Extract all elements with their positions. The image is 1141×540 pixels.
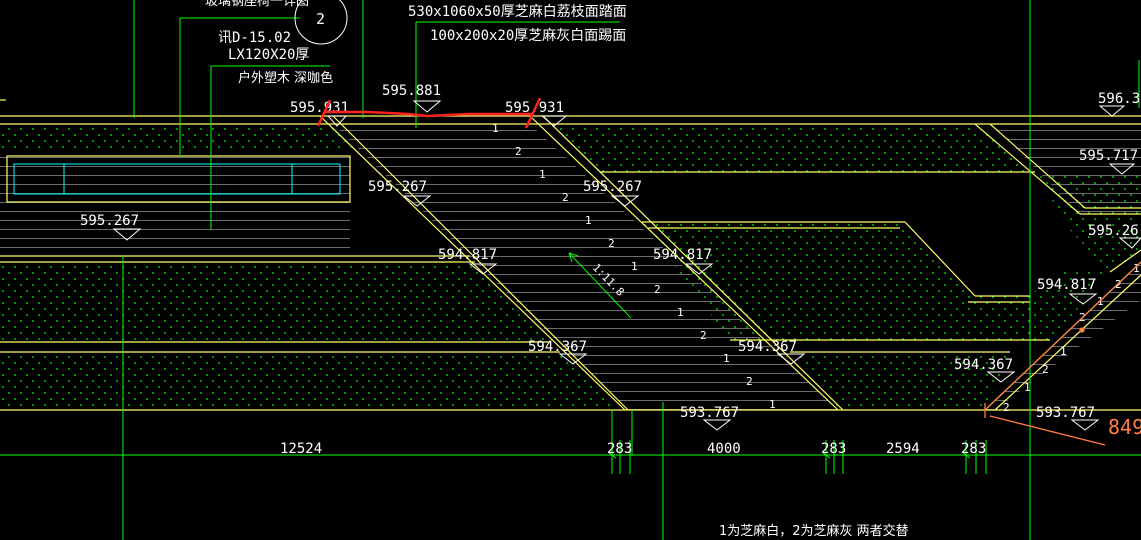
step-marks: 1 2 1 2 1 2 1 2 1 2 1 2 1 1 2 1 2 1 2 1 …: [492, 122, 1140, 414]
step-mark: 2: [562, 191, 569, 204]
drain-callout-line3: 户外塑木 深咖色: [238, 70, 333, 86]
elevation-marker: 594.367: [954, 357, 1016, 383]
dimension-texts: 12524 283 4000 283 2594 283: [280, 441, 986, 457]
svg-text:594.817: 594.817: [653, 247, 712, 263]
elevation-marker: 595.267: [368, 179, 432, 207]
step-mark: 1: [539, 168, 546, 181]
elevation-marker: 595.717: [1079, 148, 1138, 175]
planting-band-center-right: [553, 124, 1035, 172]
elevation-marker: 596.3: [1098, 91, 1140, 117]
step-mark: 2: [1042, 363, 1049, 376]
elevation-marker: 594.367: [738, 339, 806, 365]
step-mark: 1: [1060, 345, 1067, 358]
svg-text:595.881: 595.881: [382, 83, 441, 99]
callout-circle-number: 2: [316, 10, 325, 28]
step-mark: 1: [1133, 262, 1140, 275]
drain-callout-line2: LX120X20厚: [228, 47, 309, 63]
step-mark: 1: [723, 352, 730, 365]
step-callout-line1: 530x1060x50厚芝麻白荔枝面踏面: [408, 4, 627, 20]
elevation-markers: 595.931 595.881 595.931 596.3 595.717 59…: [80, 83, 1141, 431]
elevation-marker: 594.817: [438, 247, 498, 275]
callout-top-text: 玻璃钢座椅一详图: [205, 0, 309, 9]
elevation-marker: 594.817: [653, 247, 714, 275]
paving-lines-right-upper: [992, 124, 1141, 214]
step-mark: 2: [700, 329, 707, 342]
dimension-283-b: 283: [821, 441, 846, 457]
elevation-marker: 595.267: [583, 179, 642, 207]
drain-channel: [13, 163, 341, 195]
svg-text:594.367: 594.367: [738, 339, 797, 355]
planting-band-upper-left: [0, 124, 355, 152]
stair-treads-left: [333, 124, 838, 410]
step-mark: 1: [585, 214, 592, 227]
paving-lines-left: [0, 156, 350, 256]
dimension-12524: 12524: [280, 441, 322, 457]
step-mark: 2: [1115, 278, 1122, 291]
dimension-283-c: 283: [961, 441, 986, 457]
svg-text:595.26: 595.26: [1088, 223, 1139, 239]
orange-dimension-label: 849: [1108, 415, 1141, 439]
step-mark: 1: [1097, 295, 1104, 308]
svg-text:595.267: 595.267: [583, 179, 642, 195]
elevation-marker: 593.767: [680, 405, 739, 431]
dimension-4000: 4000: [707, 441, 741, 457]
step-mark: 1: [631, 260, 638, 273]
section-callout: 2 玻璃钢座椅一详图: [205, 0, 348, 45]
elevation-marker: 593.767: [1036, 405, 1100, 431]
elevation-marker: 595.267: [80, 213, 142, 241]
svg-text:595.717: 595.717: [1079, 148, 1138, 164]
svg-text:594.367: 594.367: [954, 357, 1013, 373]
step-mark: 1: [677, 306, 684, 319]
elevation-marker: 595.26: [1088, 223, 1141, 249]
svg-text:594.367: 594.367: [528, 339, 587, 355]
step-mark: 2: [746, 375, 753, 388]
svg-text:594.817: 594.817: [1037, 277, 1096, 293]
step-mark: 2: [515, 145, 522, 158]
material-callouts: 讯D-15.02 LX120X20厚 户外塑木 深咖色 530x1060x50厚…: [218, 4, 627, 86]
elevation-marker: 594.367: [528, 339, 588, 365]
step-mark: 2: [608, 237, 615, 250]
planting-band-bottom-right: [790, 352, 1010, 410]
orange-leader: [984, 261, 1141, 446]
callout-circle: [294, 0, 348, 45]
planting-band-mid-right: [642, 222, 1110, 340]
svg-text:595.267: 595.267: [368, 179, 427, 195]
drain-callout-line1: 讯D-15.02: [218, 30, 291, 46]
hatch-areas: [0, 124, 1141, 410]
red-markup[interactable]: [316, 97, 542, 129]
step-mark: 2: [654, 283, 661, 296]
svg-text:595.267: 595.267: [80, 213, 139, 229]
step-mark: 2: [1003, 401, 1010, 414]
svg-text:593.767: 593.767: [680, 405, 739, 421]
elevation-marker: 594.817: [1037, 277, 1098, 305]
svg-text:594.817: 594.817: [438, 247, 497, 263]
planting-band-left-lower: [0, 262, 550, 342]
svg-text:593.767: 593.767: [1036, 405, 1095, 421]
elevation-marker: 595.881: [382, 83, 442, 113]
planting-band-left-bottom: [0, 352, 615, 410]
svg-text:596.3: 596.3: [1098, 91, 1140, 107]
step-mark: 1: [1024, 381, 1031, 394]
dimension-2594: 2594: [886, 441, 920, 457]
step-callout-line2: 100x200x20厚芝麻灰白面踢面: [430, 28, 626, 44]
material-note: 1为芝麻白，2为芝麻灰 两者交替: [719, 523, 909, 539]
svg-text:595.931: 595.931: [290, 100, 349, 116]
step-mark: 1: [492, 122, 499, 135]
dimension-283-a: 283: [607, 441, 632, 457]
step-mark: 1: [769, 398, 776, 411]
